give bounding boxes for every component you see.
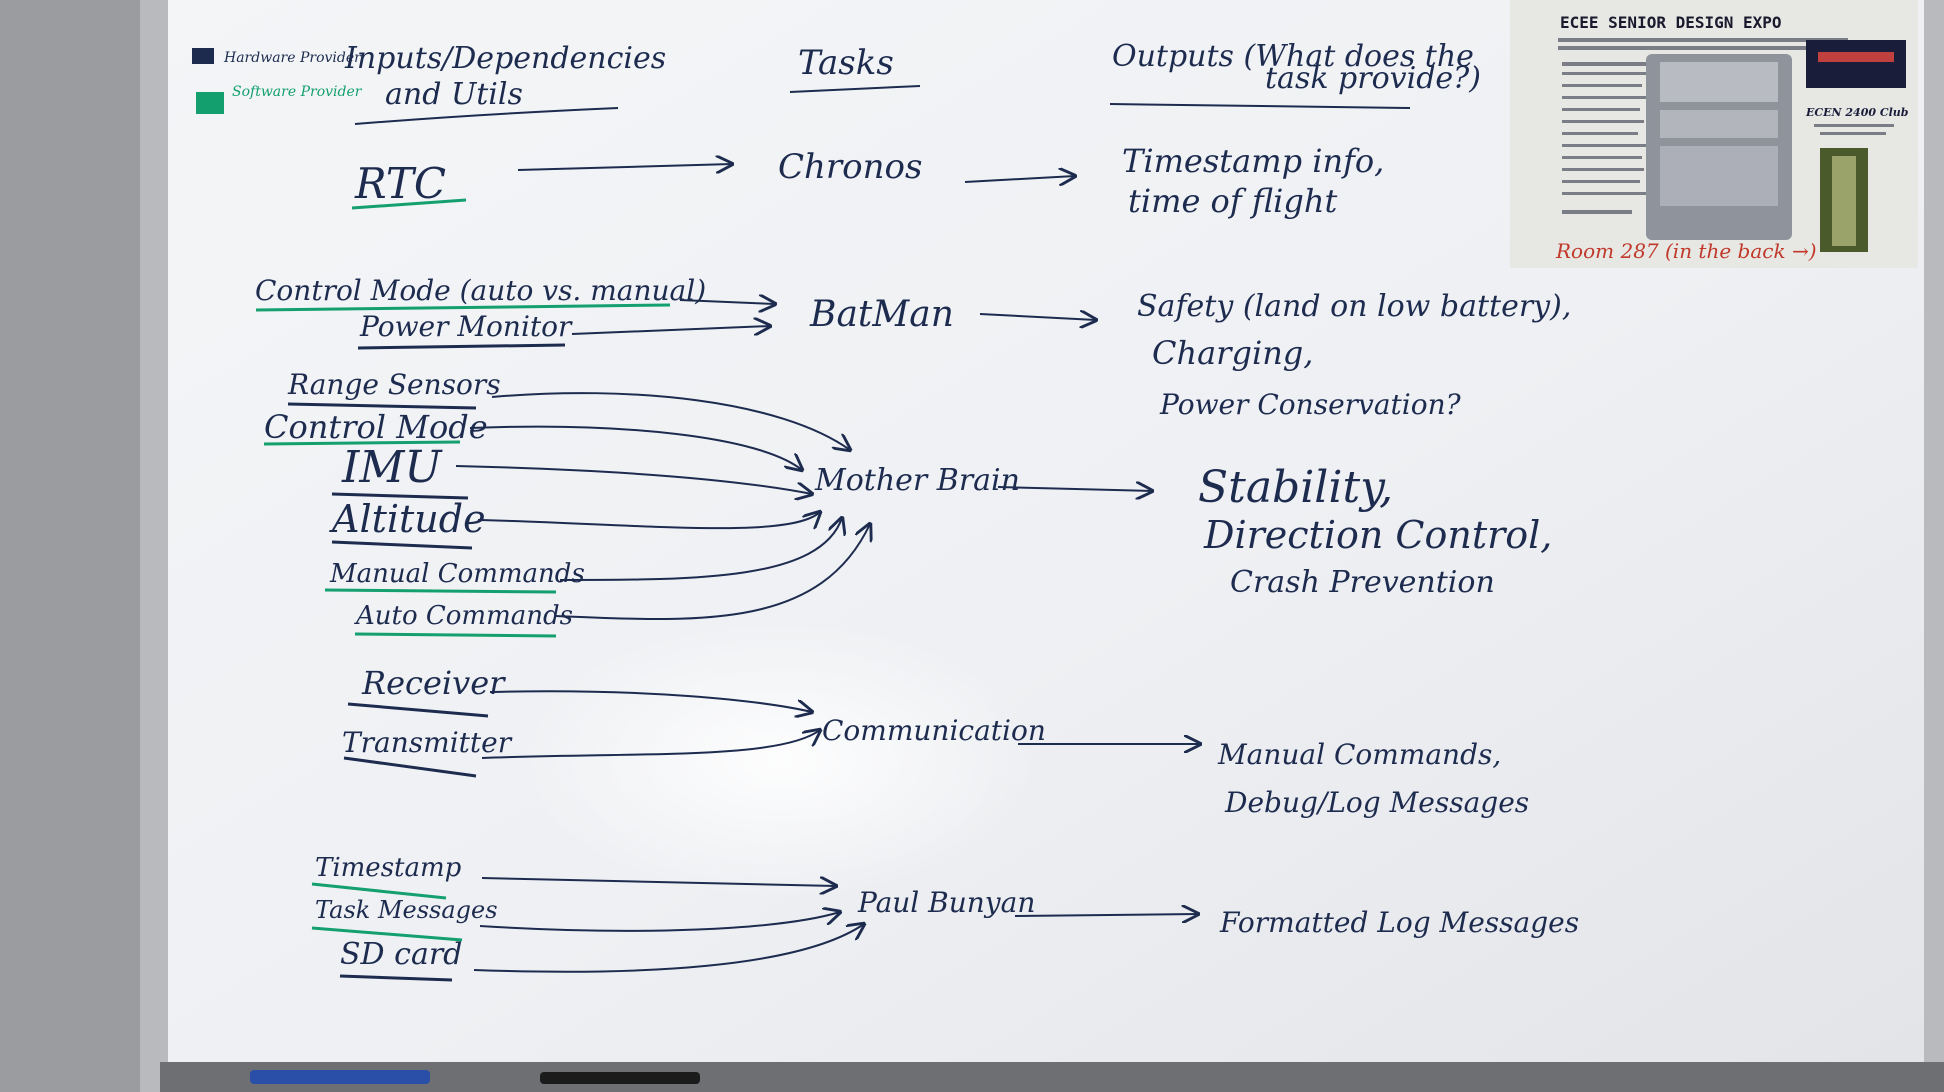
input-transmitter: Transmitter (342, 726, 513, 759)
arrow-receiver (489, 690, 812, 712)
poster-badge-details (1820, 132, 1886, 135)
poster-badge-details (1814, 124, 1894, 127)
input-imu: IMU (341, 442, 443, 493)
task-chronos: Chronos (778, 147, 922, 187)
output-batman-2: Charging, (1152, 334, 1313, 372)
poster-board-photo-strip (1832, 156, 1856, 246)
arrow-task-messages (479, 912, 840, 932)
output-motherbrain-1: Stability, (1198, 462, 1393, 513)
input-timestamp: Timestamp (315, 853, 462, 883)
task-batman: BatMan (809, 294, 954, 335)
arrow-imu (455, 465, 812, 494)
output-motherbrain-2: Direction Control, (1203, 513, 1552, 557)
arrow-rtc-chronos (517, 164, 732, 170)
output-paulbunyan-1: Formatted Log Messages (1219, 906, 1579, 939)
arrow-manual-commands (559, 518, 842, 581)
arrow-timestamp (481, 878, 836, 886)
poster-body-text (1558, 38, 1848, 214)
header-tasks: Tasks (798, 43, 894, 83)
header-outputs-line1: Outputs (What does the (1112, 39, 1474, 74)
light-glare (520, 620, 1040, 900)
input-control-mode-auto-manual: Control Mode (auto vs. manual) (255, 274, 706, 307)
marker-in-tray (250, 1070, 430, 1084)
output-chronos-1: Timestamp info, (1122, 142, 1384, 180)
input-underline (331, 492, 469, 500)
arrow-range-sensors (491, 392, 850, 450)
input-underline (339, 974, 453, 982)
poster-photo-caption (1660, 110, 1778, 138)
input-underline (263, 440, 461, 446)
marker-in-tray (540, 1072, 700, 1084)
input-rtc: RTC (354, 159, 446, 208)
input-underline (331, 540, 473, 550)
poster-date-box-text (1818, 52, 1894, 62)
input-underline (354, 632, 557, 638)
task-paul-bunyan: Paul Bunyan (857, 886, 1035, 919)
arrow-transmitter (481, 730, 820, 759)
input-receiver: Receiver (361, 664, 506, 702)
input-underline (357, 343, 566, 350)
input-range-sensors: Range Sensors (287, 368, 501, 401)
input-underline (351, 198, 467, 210)
legend-software-label: Software Provider (232, 84, 363, 100)
input-underline (287, 402, 477, 410)
legend-software-swatch (196, 92, 224, 114)
header-tasks-underline (789, 85, 921, 93)
poster-photo-caption (1660, 62, 1778, 102)
input-underline (343, 756, 477, 778)
header-inputs-line1: Inputs/Dependencies (344, 41, 666, 76)
arrow-controlmode-batman (679, 300, 775, 304)
input-control-mode: Control Mode (264, 408, 488, 446)
arrow-paulbunyan-output (1014, 914, 1198, 916)
input-underline (311, 926, 463, 942)
input-altitude: Altitude (329, 497, 486, 541)
input-underline (311, 882, 447, 900)
arrow-control-mode (469, 425, 802, 470)
input-underline (255, 303, 671, 312)
header-inputs-line2: and Utils (385, 77, 523, 112)
output-communication-1: Manual Commands, (1217, 738, 1501, 771)
input-sd-card: SD card (340, 937, 462, 972)
input-power-monitor: Power Monitor (359, 310, 573, 343)
arrow-sd-card (473, 924, 864, 973)
header-outputs-underline (1109, 103, 1411, 109)
input-manual-commands: Manual Commands (329, 559, 585, 589)
input-underline (347, 702, 489, 718)
task-mother-brain: Mother Brain (814, 463, 1020, 498)
output-batman-1: Safety (land on low battery), (1137, 289, 1571, 324)
input-auto-commands: Auto Commands (354, 601, 573, 631)
task-communication: Communication (822, 714, 1046, 747)
legend-hardware-label: Hardware Provider (223, 50, 362, 66)
input-task-messages: Task Messages (315, 896, 498, 924)
input-underline (324, 588, 557, 594)
arrow-chronos-output (964, 176, 1075, 182)
output-communication-2: Debug/Log Messages (1224, 786, 1529, 819)
output-batman-3: Power Conservation? (1159, 388, 1462, 421)
arrow-motherbrain-output (997, 487, 1152, 491)
output-chronos-2: time of flight (1128, 182, 1338, 220)
poster-room-note: Room 287 (in the back →) (1555, 239, 1817, 263)
arrow-batman-output (979, 314, 1096, 320)
header-outputs-line2: task provide?) (1265, 61, 1481, 96)
poster-date-box (1806, 40, 1906, 88)
legend-hardware-swatch (192, 48, 214, 64)
poster-badge: ECEN 2400 Club (1805, 106, 1909, 119)
arrow-auto-commands (555, 524, 870, 621)
output-motherbrain-3: Crash Prevention (1230, 565, 1495, 600)
arrow-powermonitor-batman (571, 326, 770, 334)
header-inputs-underline (354, 107, 619, 125)
poster-photo-caption (1660, 146, 1778, 206)
board-tray (160, 1062, 1944, 1092)
arrow-altitude (477, 512, 820, 528)
poster-title: ECEE SENIOR DESIGN EXPO (1560, 13, 1782, 32)
